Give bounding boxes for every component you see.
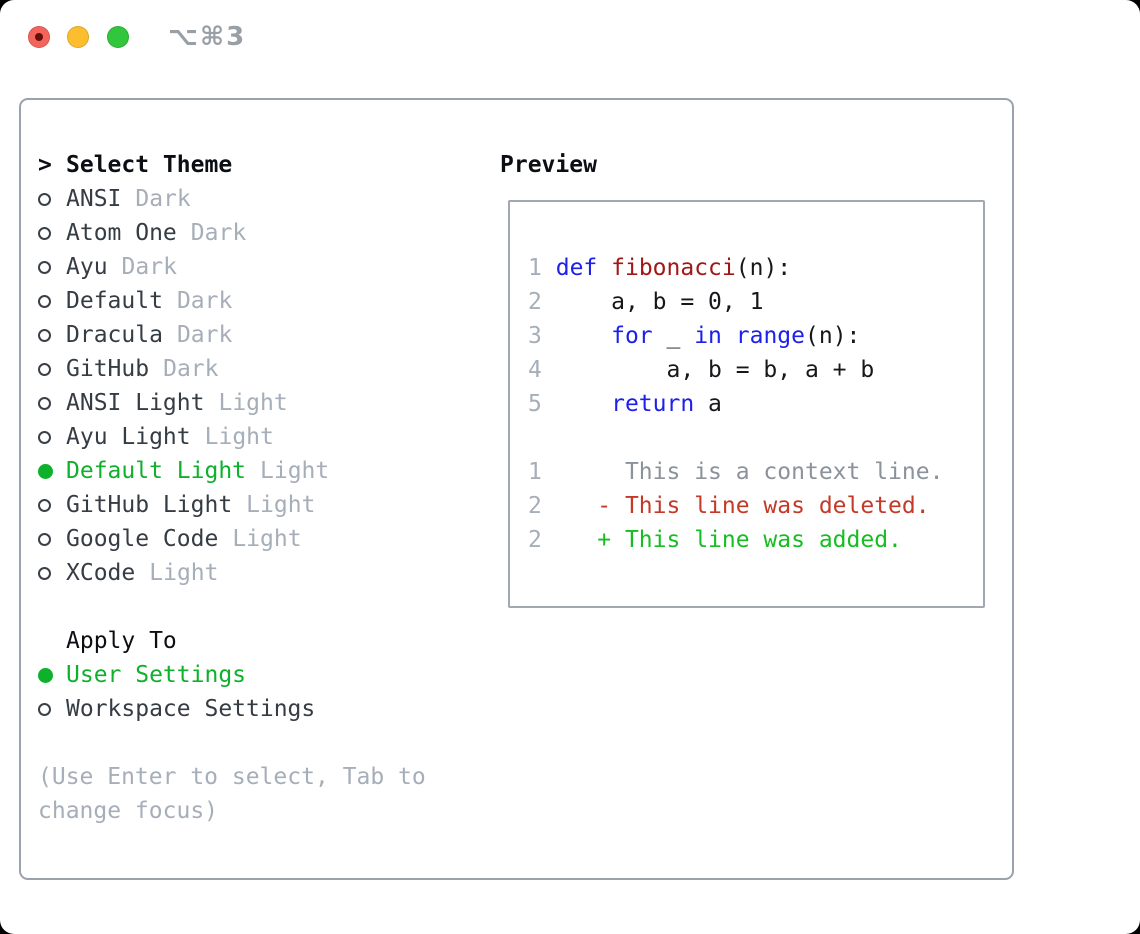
theme-name: Ayu Light: [66, 424, 191, 450]
theme-variant-label: Dark: [176, 288, 233, 314]
radio-selected-icon: [38, 658, 66, 692]
theme-option-dracula[interactable]: Dracula Dark: [38, 318, 426, 352]
apply-to-spacer: [38, 624, 66, 658]
theme-option-ansi[interactable]: ANSI Dark: [38, 182, 426, 216]
theme-option-default-light[interactable]: Default Light Light: [38, 454, 426, 488]
radio-icon: [38, 352, 66, 386]
preview-line: 2 - This line was deleted.: [528, 493, 930, 519]
theme-variant-label: Light: [246, 492, 316, 518]
radio-icon: [38, 420, 66, 454]
theme-option-ayu[interactable]: Ayu Dark: [38, 250, 426, 284]
line-number: 2: [528, 493, 542, 519]
preview-panel: 1 def fibonacci(n): 2 a, b = 0, 1 3 for _ …: [508, 200, 985, 608]
theme-option-default[interactable]: Default Dark: [38, 284, 426, 318]
minimize-button[interactable]: [67, 26, 89, 48]
theme-variant-label: Light: [149, 560, 219, 586]
theme-name: XCode: [66, 560, 136, 586]
preview-line: [528, 421, 943, 455]
theme-option-xcode[interactable]: XCode Light: [38, 556, 426, 590]
theme-option-github-light[interactable]: GitHub Light Light: [38, 488, 426, 522]
theme-name: Default Light: [66, 458, 247, 484]
theme-name: Default: [66, 288, 163, 314]
preview-line: 3 for _ in range(n):: [528, 323, 861, 349]
radio-icon: [38, 692, 66, 726]
line-number: 1: [528, 255, 542, 281]
theme-option-ayu-light[interactable]: Ayu Light Light: [38, 420, 426, 454]
theme-option-atom-one[interactable]: Atom One Dark: [38, 216, 426, 250]
theme-option-google-code[interactable]: Google Code Light: [38, 522, 426, 556]
line-number: 2: [528, 289, 542, 315]
select-theme-header-row: > Select Theme: [38, 148, 426, 182]
theme-variant-label: Light: [260, 458, 330, 484]
apply-option-user-settings[interactable]: User Settings: [38, 658, 426, 692]
theme-variant-label: Dark: [135, 186, 191, 212]
line-number: 1: [528, 459, 542, 485]
radio-selected-icon: [38, 454, 66, 488]
preview-line: 1 This is a context line.: [528, 459, 944, 485]
apply-option-workspace-settings[interactable]: Workspace Settings: [38, 692, 426, 726]
theme-name: GitHub: [66, 356, 150, 382]
window-shortcut-label: ⌥⌘3: [168, 22, 247, 52]
line-number: 3: [528, 323, 542, 349]
radio-icon: [38, 284, 66, 318]
preview-line: 4 a, b = b, a + b: [528, 357, 875, 383]
apply-option-label: Workspace Settings: [66, 696, 316, 722]
apply-to-title: Apply To: [66, 628, 177, 654]
theme-variant-label: Light: [204, 424, 274, 450]
apply-to-header-row: Apply To: [38, 624, 426, 658]
theme-name: GitHub Light: [66, 492, 233, 518]
theme-variant-label: Dark: [163, 356, 219, 382]
titlebar: ⌥⌘3: [0, 0, 1140, 74]
line-number: 5: [528, 391, 542, 417]
radio-icon: [38, 182, 66, 216]
preview-line: 5 return a: [528, 391, 722, 417]
select-theme-title: Select Theme: [66, 152, 233, 178]
theme-name: Google Code: [66, 526, 219, 552]
radio-icon: [38, 386, 66, 420]
help-line-1: (Use Enter to select, Tab to: [38, 764, 426, 790]
line-number: 4: [528, 357, 542, 383]
line-number: 2: [528, 527, 542, 553]
preview-line: 2 a, b = 0, 1: [528, 289, 764, 315]
radio-icon: [38, 556, 66, 590]
preview-line: 1 def fibonacci(n):: [528, 255, 792, 281]
theme-name: Dracula: [66, 322, 163, 348]
theme-name: ANSI: [66, 186, 122, 212]
theme-name: ANSI Light: [66, 390, 205, 416]
theme-option-ansi-light[interactable]: ANSI Light Light: [38, 386, 426, 420]
theme-name: Ayu: [66, 254, 108, 280]
help-line-2: change focus): [38, 798, 219, 824]
theme-variant-label: Dark: [190, 220, 247, 246]
radio-icon: [38, 318, 66, 352]
zoom-button[interactable]: [107, 26, 129, 48]
theme-variant-label: Light: [232, 526, 302, 552]
preview-line: 2 + This line was added.: [528, 527, 902, 553]
radio-icon: [38, 216, 66, 250]
preview-title: Preview: [500, 152, 597, 178]
apply-option-label: User Settings: [66, 662, 247, 688]
theme-variant-label: Dark: [176, 322, 233, 348]
focus-caret: >: [38, 152, 52, 178]
help-text: (Use Enter to select, Tab to change focu…: [38, 760, 426, 828]
theme-name: Atom One: [66, 220, 177, 246]
radio-icon: [38, 250, 66, 284]
preview-code: 1 def fibonacci(n): 2 a, b = 0, 1 3 for _ …: [528, 251, 943, 557]
theme-variant-label: Light: [218, 390, 288, 416]
radio-icon: [38, 488, 66, 522]
theme-variant-label: Dark: [121, 254, 177, 280]
close-button[interactable]: [28, 26, 50, 48]
radio-icon: [38, 522, 66, 556]
theme-option-github[interactable]: GitHub Dark: [38, 352, 426, 386]
